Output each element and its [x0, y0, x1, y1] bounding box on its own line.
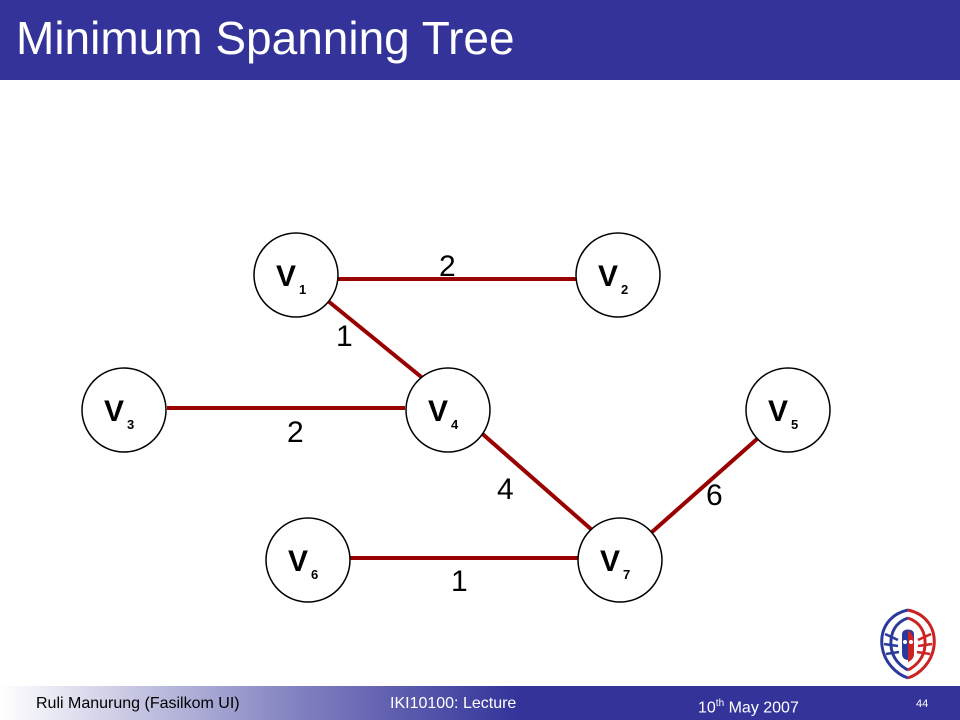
edge-weight-v5-v7: 6: [706, 479, 723, 512]
title-bar: Minimum Spanning Tree: [0, 0, 960, 80]
page-number: 44: [916, 698, 929, 710]
node-subscript: 7: [623, 567, 630, 582]
node-letter: V: [288, 545, 308, 578]
footer-bar: Ruli Manurung (Fasilkom UI) IKI10100: Le…: [0, 686, 960, 720]
edges: [167, 277, 759, 560]
node-circle: [745, 367, 831, 453]
node-v1: V 1: [253, 232, 339, 318]
footer-author: Ruli Manurung (Fasilkom UI): [36, 695, 240, 712]
slide-title: Minimum Spanning Tree: [16, 12, 515, 64]
node-letter: V: [600, 545, 620, 578]
node-subscript: 6: [311, 567, 318, 582]
node-circle: [265, 517, 351, 603]
nodes: V 1 V 2 V 3 V 4 V 5 V 6 V: [81, 232, 831, 603]
node-letter: V: [428, 395, 448, 428]
node-subscript: 5: [791, 417, 798, 432]
edge-weight-v6-v7: 1: [451, 565, 468, 598]
node-letter: V: [104, 395, 124, 428]
node-circle: [253, 232, 339, 318]
footer-date: 10th May 2007: [698, 694, 799, 718]
footer-date-day: 10: [698, 699, 716, 717]
node-subscript: 3: [127, 417, 134, 432]
node-letter: V: [768, 395, 788, 428]
node-letter: V: [598, 260, 618, 293]
edge-weight-v3-v4: 2: [287, 416, 304, 449]
edge-weight-v4-v7: 4: [497, 473, 514, 506]
node-circle: [405, 367, 491, 453]
node-v4: V 4: [405, 367, 491, 453]
node-circle: [81, 367, 167, 453]
node-v6: V 6: [265, 517, 351, 603]
node-subscript: 1: [299, 282, 306, 297]
footer-date-suffix: th: [715, 698, 725, 709]
edge-v5-v7: [650, 437, 759, 534]
edge-weight-v1-v4: 1: [336, 320, 353, 353]
edge-weights: 2 1 2 4 6 1: [287, 250, 723, 598]
node-circle: [575, 232, 661, 318]
node-letter: V: [276, 260, 296, 293]
edge-weight-v1-v2: 2: [439, 250, 456, 283]
footer-date-rest: May 2007: [724, 699, 799, 717]
node-circle: [577, 517, 663, 603]
node-v2: V 2: [575, 232, 661, 318]
node-v7: V 7: [577, 517, 663, 603]
footer-course: IKI10100: Lecture: [390, 695, 517, 712]
university-logo-icon: [880, 608, 936, 680]
edge-v4-v7: [476, 428, 594, 532]
node-v3: V 3: [81, 367, 167, 453]
node-v5: V 5: [745, 367, 831, 453]
node-subscript: 2: [621, 282, 628, 297]
edge-v1-v4: [326, 299, 427, 382]
node-subscript: 4: [451, 417, 459, 432]
